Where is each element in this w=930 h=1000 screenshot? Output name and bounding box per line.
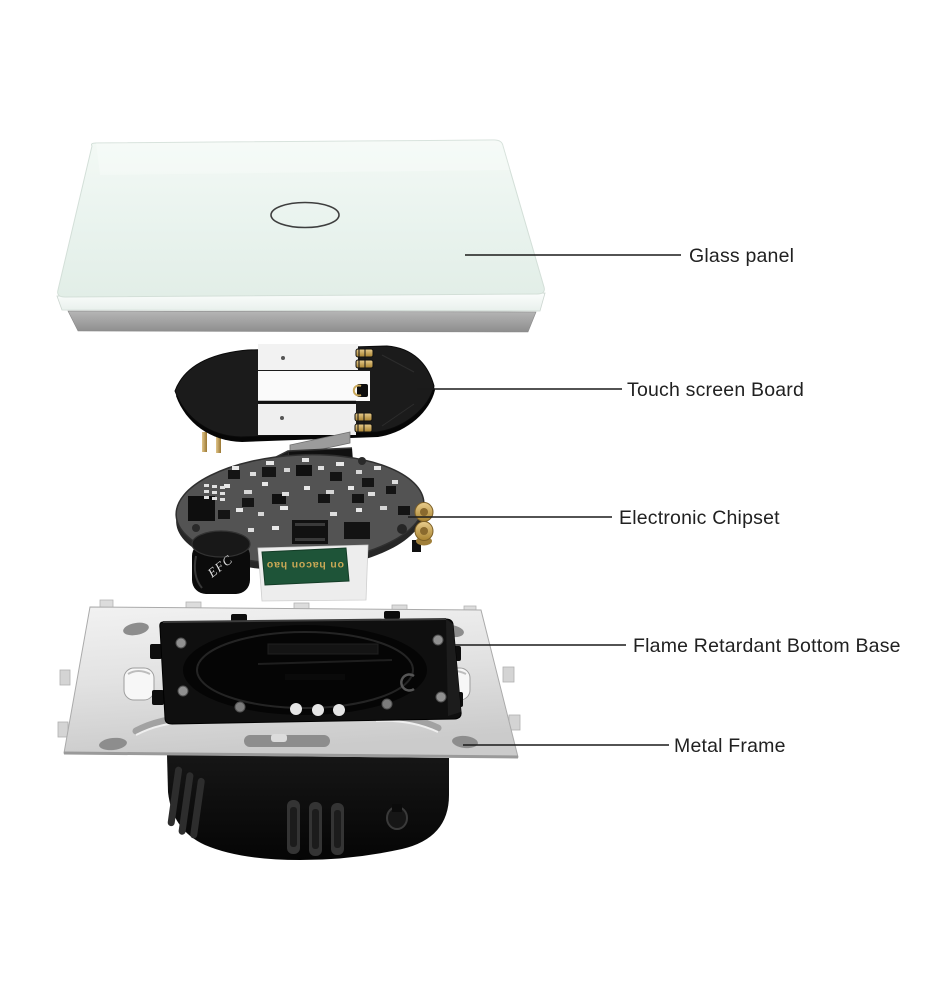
electronic-chipset: on hacon hao EFC <box>175 431 434 602</box>
glass-mount-side <box>67 310 537 333</box>
housing-body <box>167 755 449 860</box>
capacitor: EFC <box>191 530 251 594</box>
glass-sheen <box>96 140 510 175</box>
base-center-slot-2 <box>285 674 345 680</box>
touch-board-pin-right <box>216 433 221 453</box>
callout-metal-frame: Metal Frame <box>463 735 786 757</box>
base-top-rim <box>162 618 447 623</box>
base-right-face <box>446 619 461 716</box>
gold-contact-middle <box>352 384 368 397</box>
base-side-tab-l1 <box>150 644 162 659</box>
gold-contacts-bottom <box>354 412 373 433</box>
touch-board-pin-left <box>202 432 207 452</box>
base-center-slot <box>267 643 379 655</box>
flame-retardant-bottom-base <box>150 611 463 725</box>
touch-pad-bottom <box>258 404 356 435</box>
frame-left-tab-1 <box>59 669 71 686</box>
callout-label-electronic-chipset: Electronic Chipset <box>619 507 780 529</box>
callout-label-flame-retardant-bottom-base: Flame Retardant Bottom Base <box>633 635 901 657</box>
frame-right-tab-1 <box>502 666 515 683</box>
callout-electronic-chipset: Electronic Chipset <box>408 507 780 529</box>
base-white-dots <box>290 703 345 716</box>
housing-round-mark <box>386 804 408 830</box>
callout-touch-screen-board: Touch screen Board <box>417 379 804 401</box>
relay-module: on hacon hao <box>257 544 369 602</box>
frame-bottom-edge <box>63 751 519 759</box>
callout-label-touch-screen-board: Touch screen Board <box>627 379 804 401</box>
chipset-components <box>188 457 410 544</box>
relay-marking-text: on hacon hao <box>266 559 344 571</box>
callout-label-metal-frame: Metal Frame <box>674 735 786 757</box>
frame-left-tab-2 <box>57 721 69 738</box>
touch-board-crease <box>381 354 415 427</box>
switch-housing <box>167 755 449 860</box>
base-top-bump-1 <box>231 614 247 622</box>
callout-glass-panel: Glass panel <box>465 245 794 267</box>
relay-green-label <box>261 547 350 586</box>
base-top-bump-2 <box>384 611 400 619</box>
glass-panel <box>56 139 546 333</box>
glass-top-surface <box>57 139 545 298</box>
pad-dot-top <box>281 356 285 360</box>
touch-circle-indicator <box>270 201 340 229</box>
base-center-line <box>257 659 393 665</box>
base-c-mark <box>400 673 415 692</box>
base-side-tab-l2 <box>152 690 164 705</box>
callout-label-glass-panel: Glass panel <box>689 245 794 267</box>
gold-contacts-top <box>355 348 374 369</box>
base-recess-ring <box>196 631 414 709</box>
touch-screen-board <box>174 344 435 453</box>
touch-pad-middle <box>258 371 370 401</box>
base-screw-bosses <box>175 634 447 713</box>
touch-pad-top <box>258 344 358 370</box>
housing-vents-center <box>287 800 344 856</box>
housing-vents-left <box>167 766 205 839</box>
pad-dot-bottom <box>280 416 284 420</box>
callout-flame-retardant-bottom-base: Flame Retardant Bottom Base <box>455 635 901 657</box>
